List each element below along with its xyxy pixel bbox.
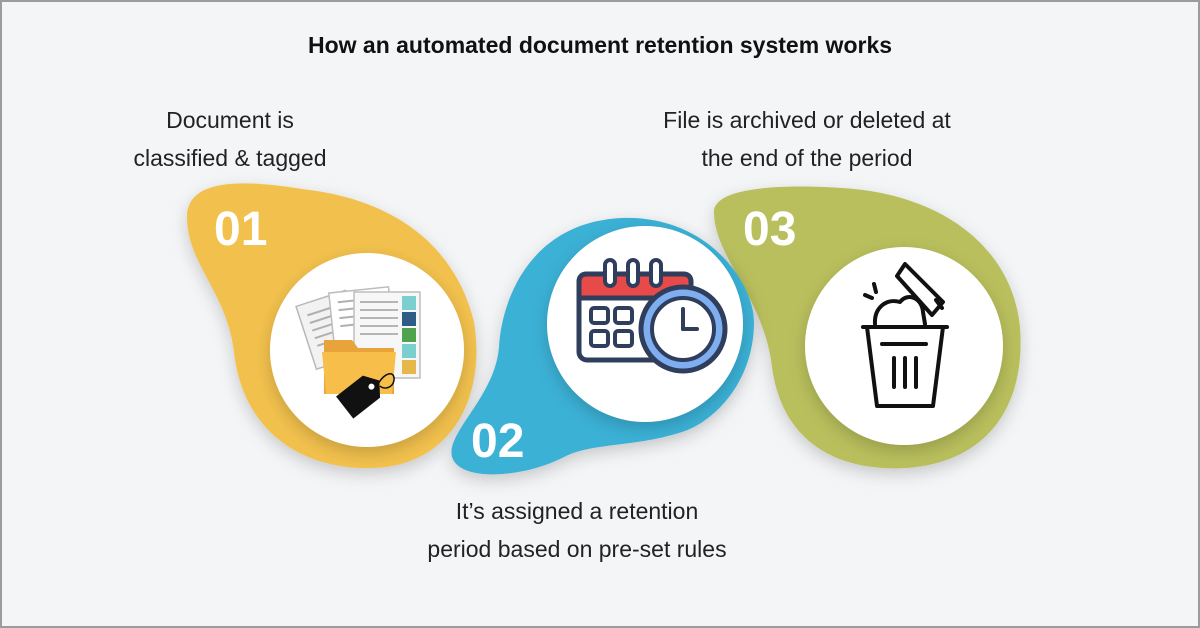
step-1-caption-line-2: classified & tagged (133, 145, 327, 171)
calendar-clock-icon (576, 258, 728, 374)
step-1-caption-line-1: Document is (166, 107, 294, 133)
step-3-caption-line-1: File is archived or deleted at (663, 107, 951, 133)
trash-bin-icon (861, 262, 949, 408)
step-2-number: 02 (471, 415, 524, 468)
step-2-caption-line-1: It’s assigned a retention (455, 498, 699, 524)
step-3-group: 03 (714, 186, 1021, 469)
step-3-caption: File is archived or deleted at the end o… (587, 101, 1027, 177)
document-folder-tag-icon (295, 286, 421, 419)
infographic-title: How an automated document retention syst… (307, 32, 893, 58)
step-3-number: 03 (743, 203, 796, 256)
step-1-number: 01 (214, 203, 267, 256)
step-1-group: 01 (187, 183, 477, 469)
step-2-caption: It’s assigned a retention period based o… (357, 492, 797, 568)
step-2-group: 02 (451, 217, 754, 475)
step-1-caption: Document is classified & tagged (80, 101, 380, 177)
step-2-caption-line-2: period based on pre-set rules (427, 536, 727, 562)
step-3-caption-line-2: the end of the period (701, 145, 913, 171)
